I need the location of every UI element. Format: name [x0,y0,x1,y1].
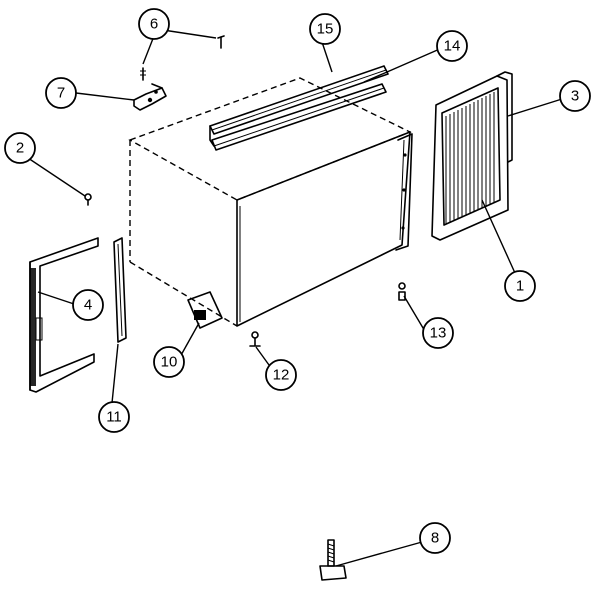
callout-1: 1 [504,270,536,302]
callout-label-12: 12 [273,367,290,384]
callout-label-6: 6 [150,16,158,33]
callout-10: 10 [153,346,185,378]
callout-label-15: 15 [317,21,334,38]
screw-2 [84,193,92,206]
callout-label-8: 8 [431,530,439,547]
bracket-10 [187,291,223,329]
callout-label-7: 7 [57,85,65,102]
callout-label-11: 11 [106,409,122,426]
callout-15: 15 [309,13,341,45]
bracket-7 [133,83,167,111]
side-panel-4 [29,237,99,393]
grill-slats [445,92,495,224]
leader-lines [24,29,563,567]
callout-4: 4 [72,289,104,321]
vertical-strip-11 [113,237,127,343]
callout-label-4: 4 [84,297,92,314]
callout-6: 6 [138,8,170,40]
callout-label-3: 3 [571,88,579,105]
bolt-8 [319,539,347,581]
top-rail-15 [209,65,389,147]
callout-7: 7 [45,77,77,109]
callout-label-1: 1 [516,278,524,295]
callout-8: 8 [419,522,451,554]
callout-label-14: 14 [444,38,461,55]
cabinet [128,77,413,327]
top-rail-14 [211,83,387,151]
callout-label-2: 2 [16,140,24,157]
side-grill-frame-3 [431,71,513,241]
callout-14: 14 [436,30,468,62]
screw-6b [217,35,225,49]
callout-label-13: 13 [430,325,447,342]
screw-6a [140,67,146,81]
callout-11: 11 [98,401,130,433]
screw-12 [249,331,261,347]
callout-13: 13 [422,317,454,349]
callout-label-10: 10 [161,354,178,371]
screw-13 [398,282,406,301]
callout-12: 12 [265,359,297,391]
callout-3: 3 [559,80,591,112]
callout-2: 2 [4,132,36,164]
